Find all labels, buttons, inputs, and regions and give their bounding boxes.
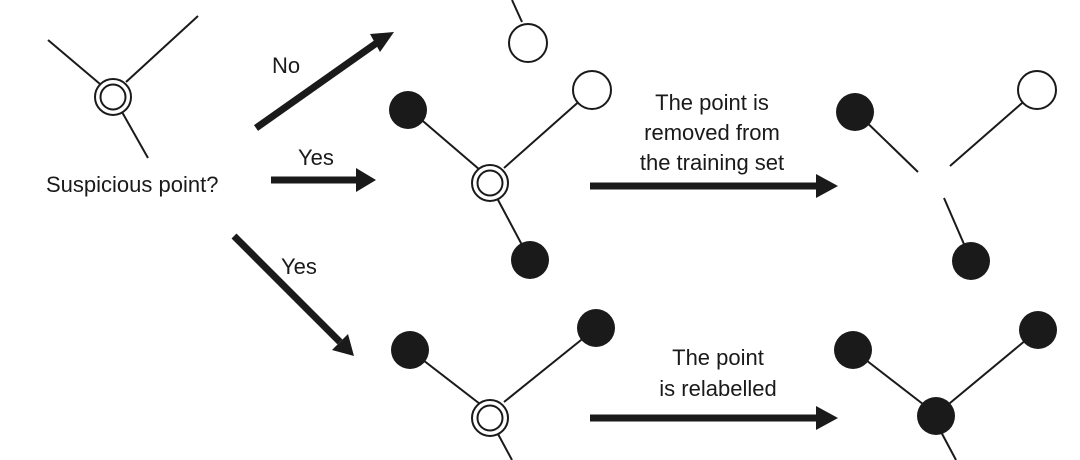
suspicious-node: [94, 78, 132, 116]
relabelled-node: [917, 397, 955, 435]
edge: [511, 0, 523, 23]
edge: [121, 111, 149, 159]
filled-node: [511, 241, 549, 279]
open-node: [1017, 70, 1057, 110]
outcome-removed-line-3: the training set: [640, 150, 784, 175]
arrow-relabelled: [590, 406, 838, 430]
edge: [497, 433, 513, 460]
open-node: [508, 23, 548, 63]
branch-yes-lower-label: Yes: [281, 254, 317, 279]
lower-neighborhood: [391, 309, 615, 460]
middle-neighborhood: [389, 70, 612, 279]
filled-node: [836, 93, 874, 131]
open-node: [572, 70, 612, 110]
filled-node: [391, 331, 429, 369]
branch-yes-middle-label: Yes: [298, 145, 334, 170]
branch-no-label: No: [272, 53, 300, 78]
no-branch-neighborhood: [508, 0, 548, 63]
outcome-removed-line-2: removed from: [644, 120, 780, 145]
filled-node: [952, 242, 990, 280]
arrow-removed: [590, 174, 838, 198]
removed-result-neighborhood: [836, 70, 1057, 280]
arrow-no: [253, 32, 394, 131]
outcome-relabelled-line-2: is relabelled: [659, 376, 776, 401]
suspicious-node: [471, 399, 509, 437]
edge: [939, 429, 957, 460]
suspicious-node: [471, 164, 509, 202]
outcome-relabelled-line-1: The point: [672, 345, 764, 370]
arrow-yes-middle: [271, 168, 376, 192]
filled-node: [1019, 311, 1057, 349]
outcome-removed-line-1: The point is: [655, 90, 769, 115]
filled-node: [389, 91, 427, 129]
question-label: Suspicious point?: [46, 172, 218, 197]
filled-node: [577, 309, 615, 347]
edge: [125, 15, 199, 83]
relabelled-result-neighborhood: [834, 311, 1057, 460]
edge: [503, 327, 597, 403]
filled-node: [834, 331, 872, 369]
edge: [47, 39, 101, 85]
initial-neighborhood: [47, 15, 199, 159]
edge: [943, 329, 1039, 409]
arrow-yes-lower: [231, 233, 354, 356]
